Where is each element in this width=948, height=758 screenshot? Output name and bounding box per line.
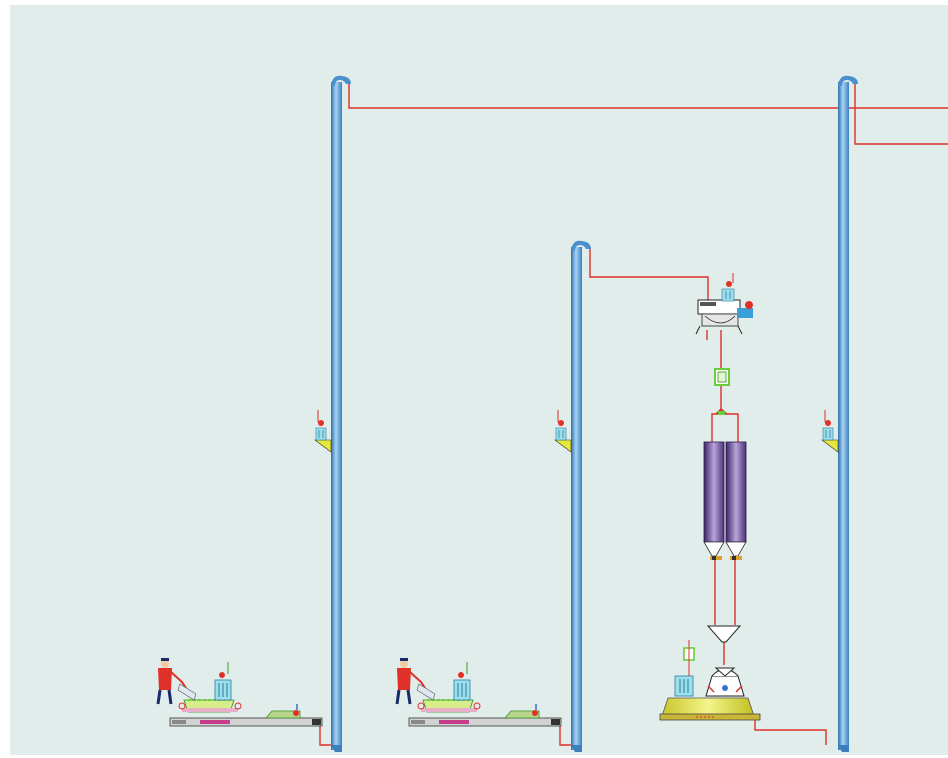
pipe-station1-to-elevator1	[319, 725, 334, 746]
operator-figure-2	[395, 658, 436, 705]
magnetic-separator	[714, 368, 730, 386]
bucket-elevator-1	[331, 75, 351, 752]
manual-feeding-station-1	[156, 658, 323, 727]
pipe-network	[319, 82, 948, 746]
pipe-elevator3-to-right	[854, 82, 948, 145]
pipe-station2-to-elevator2	[559, 725, 573, 746]
elevator-drive-1	[314, 410, 332, 453]
packing-machine	[659, 640, 761, 721]
manual-feeding-station-2	[395, 658, 562, 727]
pipe-elevator1-to-right	[348, 82, 948, 109]
twin-storage-silos	[703, 441, 747, 560]
pipe-elevator2-to-screen	[589, 247, 709, 302]
collecting-hopper	[706, 625, 742, 643]
bucket-elevator-2	[571, 240, 591, 752]
elevator-drive-2	[554, 410, 572, 453]
elevator-drive-3	[821, 410, 839, 453]
vibrating-screen	[695, 273, 753, 335]
operator-figure-1	[156, 658, 197, 705]
diagram-background	[10, 5, 948, 755]
silo-inlet-valve	[715, 408, 728, 415]
pipe-packer-to-elevator3	[754, 718, 827, 745]
bucket-elevator-3	[838, 75, 858, 752]
